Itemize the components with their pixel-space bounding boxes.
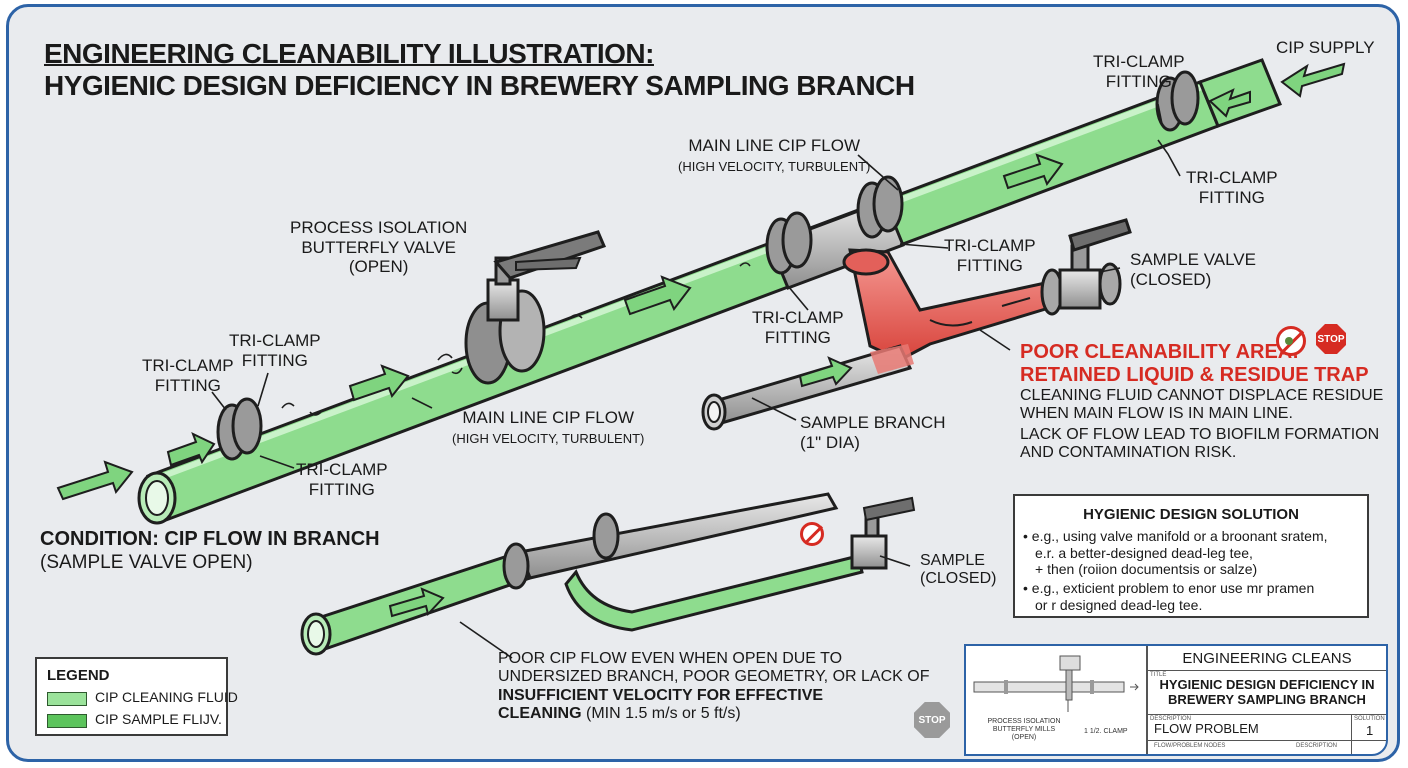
tri-clamp-fitting <box>872 175 904 233</box>
lower-branch-green <box>564 554 864 632</box>
title-caption: TITLE <box>1150 672 1167 678</box>
tri-clamp-fitting <box>231 397 263 455</box>
branch-condition-view <box>300 492 916 656</box>
main-flow-label: MAIN LINE CIP FLOW(HIGH VELOCITY, TURBUL… <box>452 408 645 446</box>
cip-direction-arrows <box>56 62 1346 501</box>
thumbnail-clamp-label: 1 1/2. CLAMP <box>1084 728 1128 735</box>
leader-lines <box>211 103 1181 659</box>
sample-branch-label: SAMPLE BRANCH(1" DIA) <box>800 413 946 452</box>
cip-supply-label: CIP SUPPLY <box>1276 38 1375 57</box>
tri-clamp-fitting <box>781 211 813 269</box>
sample-valve-label: SAMPLE VALVE(CLOSED) <box>1130 250 1256 289</box>
condition-title: CONDITION: CIP FLOW IN BRANCH <box>40 528 380 550</box>
legend-swatch-cleaning <box>47 692 87 706</box>
page-title: ENGINEERING CLEANABILITY ILLUSTRATION: <box>44 38 654 69</box>
no-biofilm-icon <box>800 522 824 546</box>
condition-subtitle: (SAMPLE VALVE OPEN) <box>40 552 253 573</box>
legend-label-cleaning: CIP CLEANING FLUID <box>95 689 238 705</box>
solution-caption: SOLUTION <box>1354 716 1385 722</box>
stop-sign-icon: STOP <box>1316 324 1346 354</box>
legend-swatch-sample <box>47 714 87 728</box>
sample-valve <box>1040 218 1132 316</box>
solution-value: 1 <box>1366 723 1374 738</box>
inlet-arrow <box>56 460 134 501</box>
company-name: ENGINEERING CLEANS <box>1182 650 1352 667</box>
main-flow-label: MAIN LINE CIP FLOW(HIGH VELOCITY, TURBUL… <box>678 136 871 174</box>
page-subtitle: HYGIENIC DESIGN DEFICIENCY IN BREWERY SA… <box>44 70 915 101</box>
solution-item: • e.g., exticient problem to enor use mr… <box>1023 580 1315 613</box>
legend-box: LEGEND CIP CLEANING FLUID CIP SAMPLE FLI… <box>35 657 238 736</box>
turbulence-marks <box>281 262 751 416</box>
solution-title: HYGIENIC DESIGN SOLUTION <box>1083 506 1299 523</box>
main-flow-arrows <box>166 88 1251 467</box>
butterfly-valve <box>464 230 607 385</box>
tri-clamp-fitting <box>1170 70 1200 126</box>
description-value: FLOW PROBLEM <box>1154 721 1259 736</box>
footer-left: FLOW/PROBLEM NODES <box>1154 743 1226 749</box>
solution-box: HYGIENIC DESIGN SOLUTION • e.g., using v… <box>1013 494 1369 618</box>
problem-title: POOR CLEANABILITY AREA:RETAINED LIQUID &… <box>1020 341 1369 386</box>
thumbnail-diagram <box>973 655 1139 712</box>
solution-item: • e.g., using valve manifold or a broona… <box>1023 528 1328 578</box>
main-line-clamps <box>216 70 1200 461</box>
cip-supply-arrow <box>1280 62 1346 98</box>
footer-right: DESCRIPTION <box>1296 743 1338 749</box>
poor-flow-note: POOR CIP FLOW EVEN WHEN OPEN DUE TO UNDE… <box>498 650 930 723</box>
stop-sign-icon: STOP <box>914 702 950 738</box>
trap-swirl-arrows <box>929 297 1031 327</box>
no-biofilm-icon <box>1276 326 1306 356</box>
description-caption: DESCRIPTION <box>1150 716 1192 722</box>
legend-title: LEGEND <box>47 667 110 684</box>
sample-closed-label: SAMPLE(CLOSED) <box>920 552 997 588</box>
legend-label-sample: CIP SAMPLE FLIJV. <box>95 711 222 727</box>
title-block: ENGINEERING CLEANS TITLE HYGIENIC DESIGN… <box>964 644 1388 756</box>
